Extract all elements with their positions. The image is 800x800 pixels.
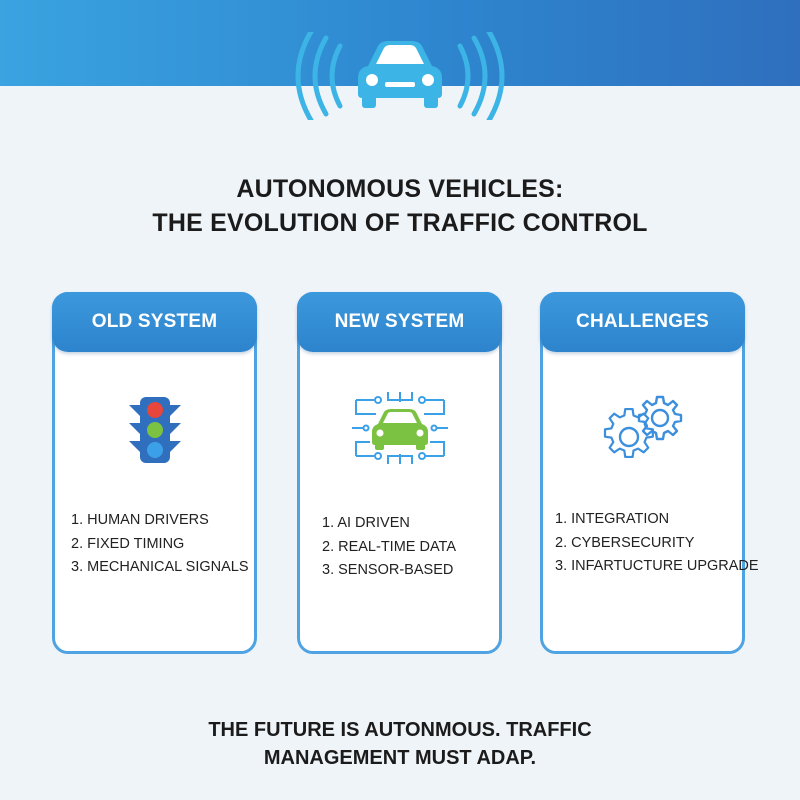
- footer-line-2: MANAGEMENT MUST ADAP.: [263, 747, 537, 769]
- connected-car-icon-wrap: [300, 390, 499, 466]
- list-item: 1. HUMAN DRIVERS: [71, 512, 209, 528]
- gears-icon: [603, 395, 682, 459]
- list-item: 3. SENSOR-BASED: [322, 562, 454, 578]
- old-system-heading: OLD SYSTEM: [52, 292, 257, 352]
- new-system-card: NEW SYSTEM: [297, 292, 502, 654]
- list-item: 2. CYBERSECURITY: [555, 534, 695, 551]
- challenges-heading: CHALLENGES: [540, 292, 745, 352]
- title-line-1: AUTONOMOUS VEHICLES:: [236, 175, 564, 203]
- challenges-list: 1. INTEGRATION 2. CYBERSECURITY 3. INFAR…: [555, 508, 759, 579]
- list-item: 1. AI DRIVEN: [322, 515, 410, 531]
- page-title: AUTONOMOUS VEHICLES: THE EVOLUTION OF TR…: [0, 172, 800, 240]
- footer-message: THE FUTURE IS AUTONMOUS. TRAFFIC MANAGEM…: [0, 716, 800, 772]
- list-item: 3. MECHANICAL SIGNALS: [71, 559, 249, 575]
- list-item: 3. INFARTUCTURE UPGRADE: [555, 558, 759, 574]
- challenges-card: CHALLENGES 1. INTEGRATION 2. CYBERSECURI…: [540, 292, 759, 654]
- footer-line-1: THE FUTURE IS AUTONMOUS. TRAFFIC: [208, 719, 592, 741]
- list-item: 2. REAL-TIME DATA: [322, 538, 457, 555]
- list-item: 1. INTEGRATION: [555, 511, 670, 527]
- title-line-2: THE EVOLUTION OF TRAFFIC CONTROL: [152, 209, 648, 237]
- list-item: 2. FIXED TIMING: [71, 535, 185, 552]
- old-system-list: 1. HUMAN DRIVERS 2. FIXED TIMING 3. MECH…: [71, 509, 249, 580]
- old-system-card: OLD SYSTEM 1. HUMAN DRIVERS 2. FIXED TIM…: [52, 292, 257, 654]
- traffic-light-icon-wrap: [55, 395, 254, 465]
- new-system-list: 1. AI DRIVEN 2. REAL-TIME DATA 3. SENSOR…: [322, 512, 456, 583]
- connected-car-icon: [351, 392, 448, 464]
- autonomous-car-signal-icon: [295, 32, 505, 120]
- new-system-heading: NEW SYSTEM: [297, 292, 502, 352]
- gears-icon-wrap: [543, 393, 742, 465]
- traffic-light-icon: [128, 397, 181, 463]
